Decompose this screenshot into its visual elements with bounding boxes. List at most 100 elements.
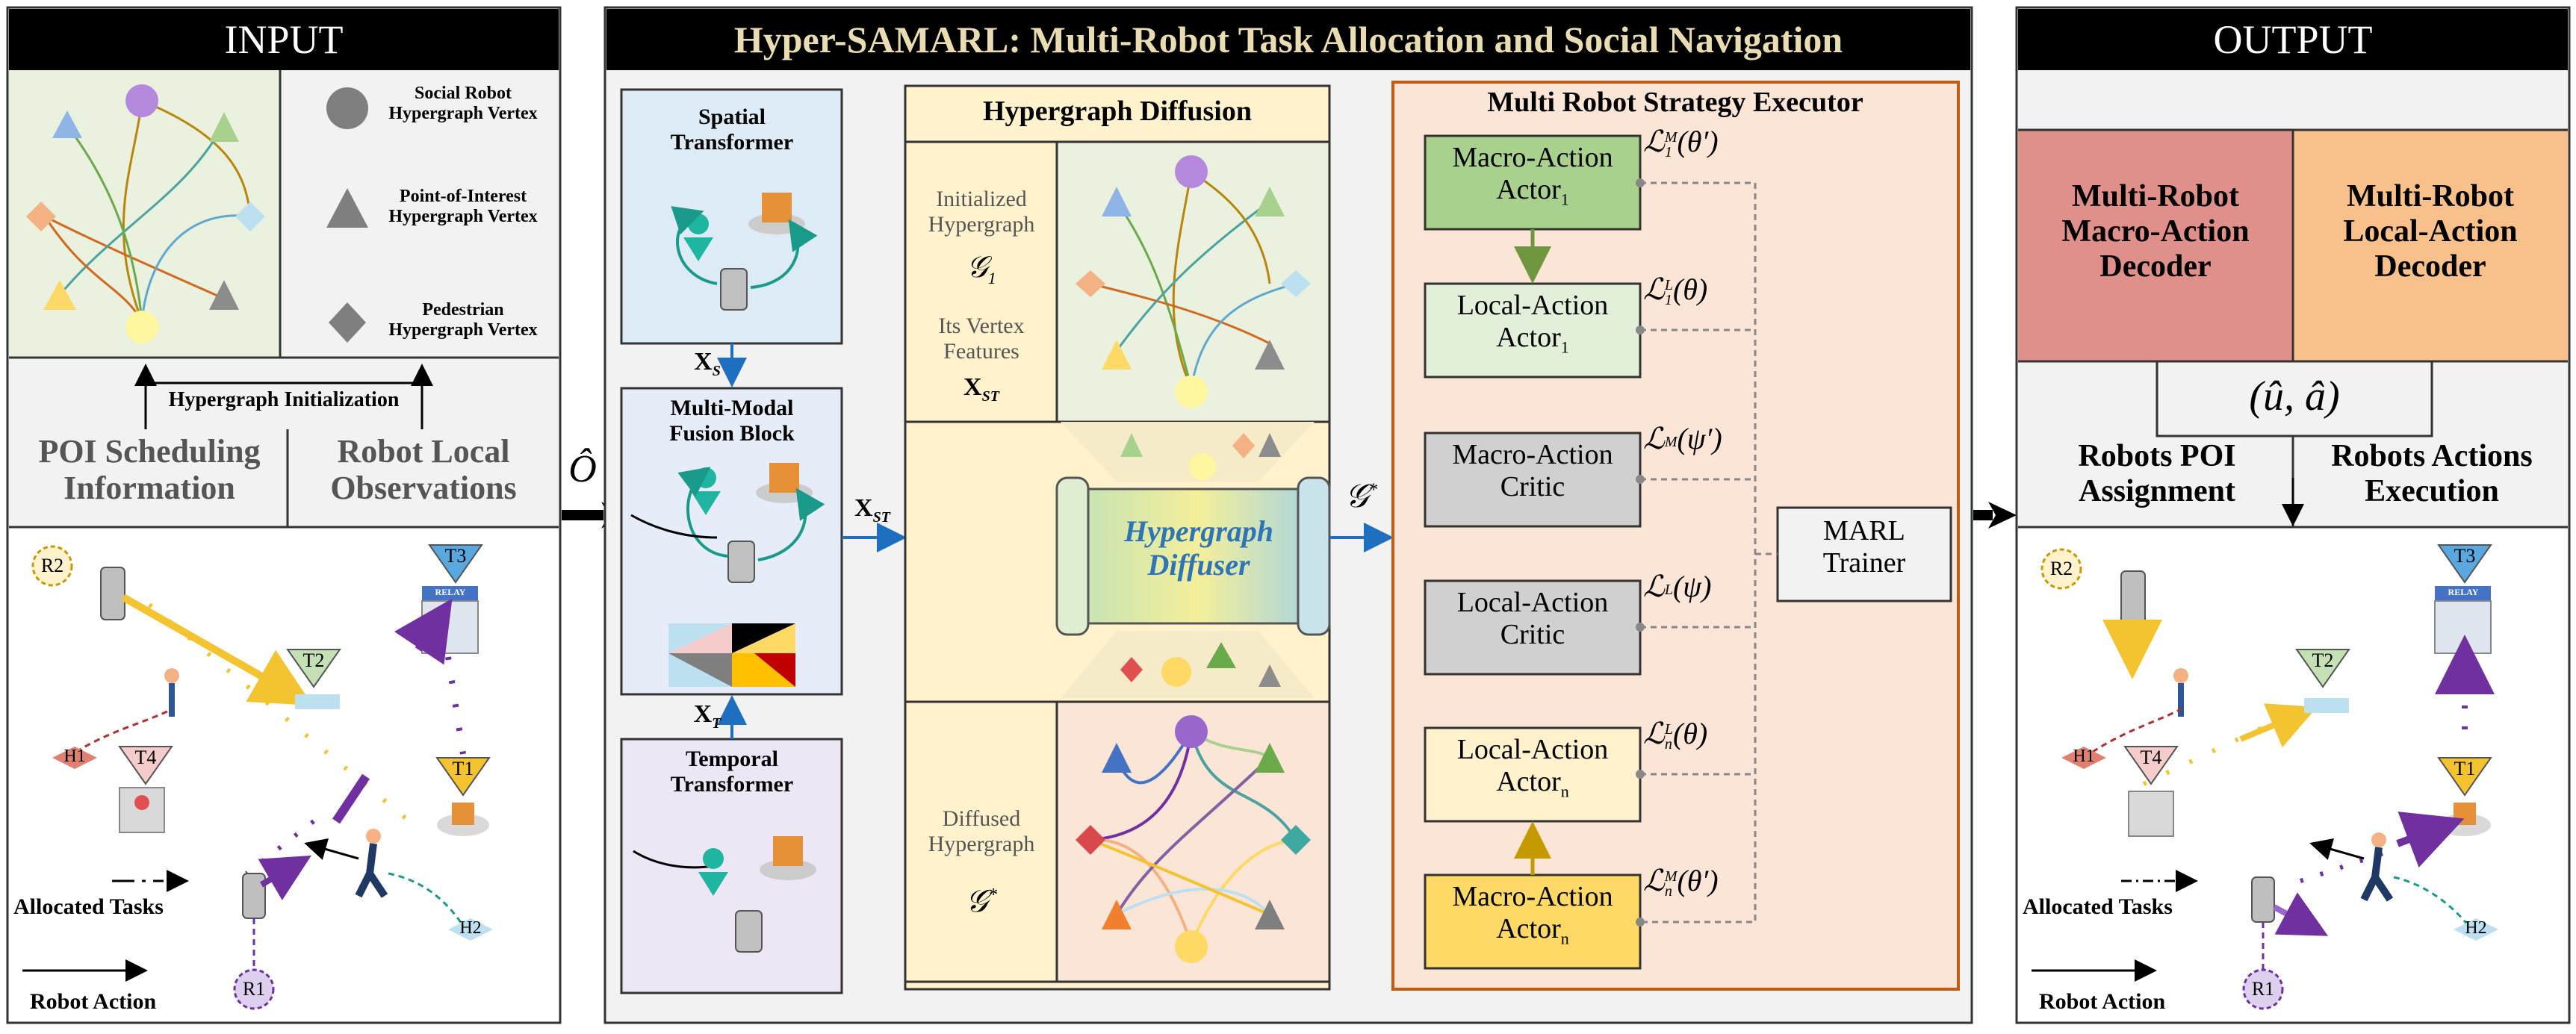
robot-r1-marker	[2242, 968, 2284, 1010]
robot-r2-marker	[31, 545, 73, 587]
robot-action-arrow	[2239, 703, 2318, 748]
module-subscript: n	[1560, 929, 1569, 948]
g1-sub: 1	[987, 269, 996, 287]
human-head	[366, 829, 381, 844]
hypergraph-init-bracket	[144, 381, 423, 429]
loss-symbol: ℒ	[1643, 422, 1665, 455]
pin-icon	[134, 795, 149, 810]
task-t2-marker	[286, 649, 341, 688]
loss-argument: (ψ)	[1672, 570, 1712, 603]
connector-dot	[1636, 326, 1645, 334]
relay-label: RELAY	[435, 587, 466, 597]
robot-icon	[242, 873, 266, 919]
task-t3-label: T3	[2454, 545, 2476, 567]
vertex-icon	[1281, 825, 1311, 855]
human-direction-arrow	[304, 838, 359, 860]
vertex-icon	[1120, 657, 1143, 682]
human-head	[2371, 832, 2386, 847]
robot-local-obs-label: Robot Local Observations	[330, 433, 517, 507]
task-t3-marker	[428, 544, 483, 584]
robot-action-label: Robot Action	[2039, 989, 2166, 1014]
executor-module-label: Macro-Action Critic	[1427, 439, 1639, 506]
vertex-icon	[1255, 340, 1285, 370]
flow-arrow-head	[1988, 502, 2017, 529]
pedestrian-vertex	[26, 202, 56, 231]
loss-superscript: L	[1664, 581, 1673, 598]
loss-scripts: L	[1665, 582, 1673, 597]
local-decoder-label: Multi-Robot Local-Action Decoder	[2343, 179, 2518, 284]
robot-action-arrow	[2396, 812, 2465, 868]
vertex-icon	[1161, 657, 1191, 687]
input-info-panel	[9, 359, 559, 527]
module-name: Local-Action Critic	[1456, 587, 1609, 650]
legend-social-robot-label: Social Robot Hypergraph Vertex	[388, 84, 538, 123]
output-scene	[2032, 544, 2498, 1010]
vertex-icon	[1175, 155, 1208, 188]
robot-r1-marker	[233, 968, 275, 1010]
u-a-box	[2156, 360, 2433, 437]
human-h2-marker	[448, 918, 493, 941]
diffuser-cap-right	[1297, 476, 1331, 636]
robot-r2-label: R2	[40, 555, 64, 576]
robot-icon	[100, 567, 125, 620]
loss-argument: (θ)	[1672, 717, 1708, 750]
robot-action-label: Robot Action	[30, 989, 157, 1014]
task-t3-label: T3	[444, 545, 467, 567]
module-name: Local-Action Actor	[1456, 290, 1609, 353]
actions-execution-label: Robots Actions Execution	[2331, 439, 2533, 509]
gstar-inner-label: 𝒢*	[907, 885, 1056, 920]
g1-main: 𝒢	[966, 250, 988, 284]
xt-sub: T	[712, 714, 721, 732]
o-hat-label: Ô	[568, 448, 597, 490]
poi-assignment-label: Robots POI Assignment	[2078, 439, 2236, 509]
vertex-icon	[1102, 340, 1132, 370]
allocated-task-path	[245, 819, 315, 876]
loss-symbol: ℒ	[1643, 717, 1665, 750]
local-actor-1-box	[1424, 282, 1642, 379]
xst-sub: ST	[872, 508, 890, 526]
module-subscript: 1	[1560, 337, 1569, 357]
vertex-features-label: Its Vertex Features	[938, 314, 1025, 364]
robot-action-arrow	[2273, 892, 2329, 936]
human-h2-path	[2393, 876, 2470, 926]
human-head	[2173, 668, 2188, 683]
task-t2-label: T2	[2312, 650, 2334, 671]
human-h2-label: H2	[2465, 918, 2487, 938]
vertex-icon	[1076, 825, 1105, 855]
loss-superscript: M	[1664, 433, 1677, 450]
gstar-inner-sup: *	[987, 885, 997, 905]
human-h1-path	[2083, 708, 2182, 759]
legend-pedestrian-label: Pedestrian Hypergraph Vertex	[388, 300, 538, 340]
robot-icon	[2120, 570, 2146, 624]
hypergraph-diffuser-label: Hypergraph Diffuser	[1124, 514, 1273, 582]
vertex-icon	[1175, 376, 1208, 408]
connector-dot	[1636, 770, 1645, 779]
gstar-out-label: 𝒢*	[1333, 478, 1389, 514]
macro-actor-n-box	[1424, 873, 1642, 970]
task-t4-marker	[2123, 746, 2179, 785]
xst-label: XST	[842, 494, 902, 526]
hypergraph-diffuser-box	[1081, 488, 1316, 625]
loss-symbol: ℒ	[1643, 125, 1665, 158]
xs-label: XS	[689, 348, 726, 379]
robot-action-arrow	[332, 773, 370, 824]
marl-trainer-box	[1776, 506, 1952, 602]
legend-diamond-icon	[329, 302, 366, 343]
poi-scheduling-label: POI Scheduling Information	[38, 433, 261, 507]
loss-argument: (θ)	[1672, 272, 1708, 306]
sign-icon	[2304, 698, 2349, 713]
loss-superscript: L	[1664, 720, 1673, 738]
xst-inner-label: XST	[907, 373, 1056, 405]
vertex-icon	[1206, 642, 1236, 668]
allocated-tasks-label: Allocated Tasks	[13, 894, 164, 919]
module-name: Local-Action Actor	[1456, 734, 1609, 797]
poi-vertex	[52, 110, 82, 138]
social-robot-vertex	[125, 311, 158, 343]
